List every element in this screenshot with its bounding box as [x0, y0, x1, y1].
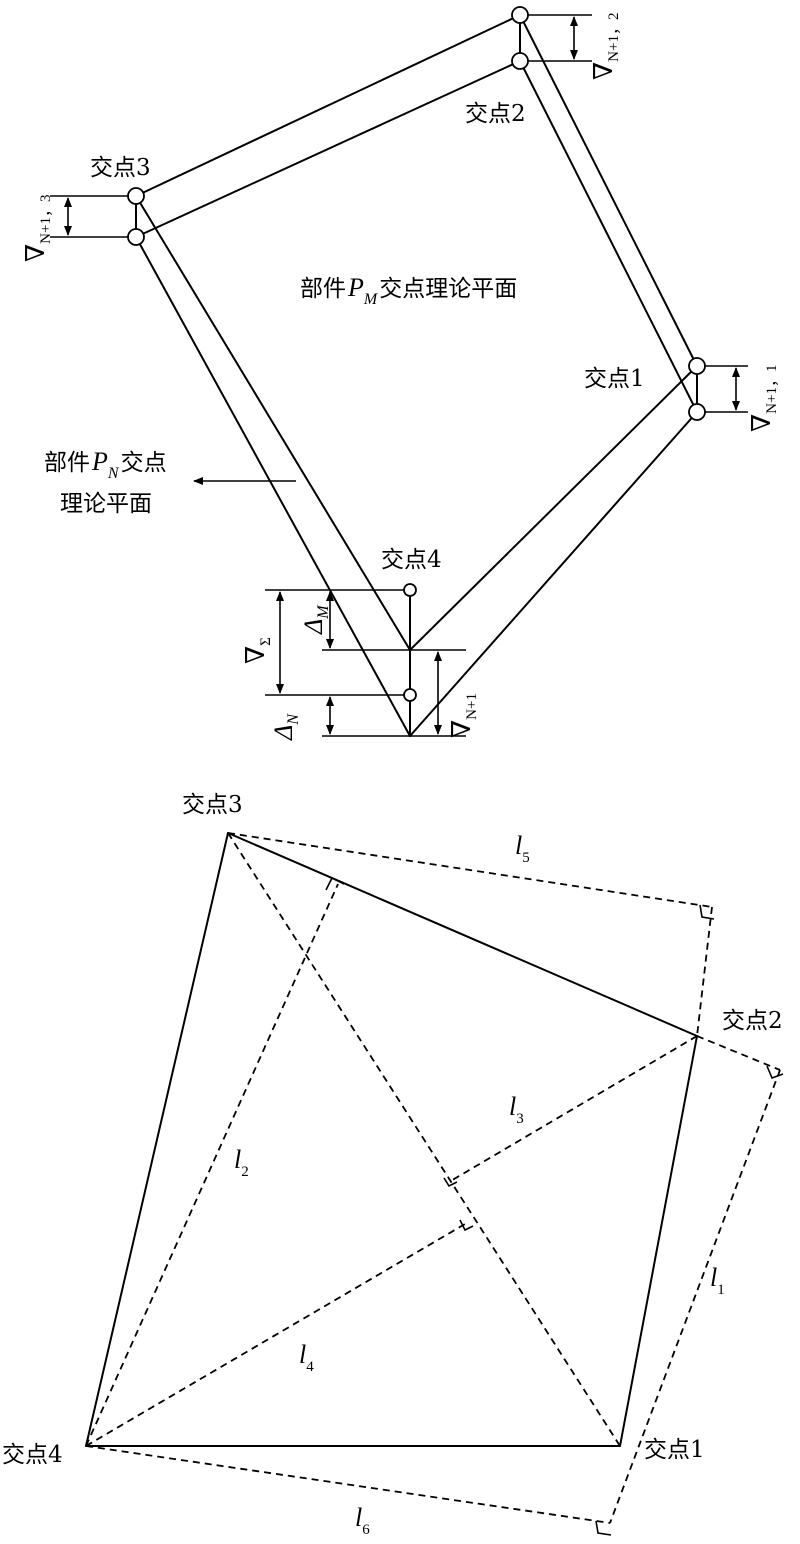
tol-label-n1-3: ∇N+1，3 [21, 195, 54, 262]
svg-text:∇N+1: ∇N+1 [447, 693, 480, 738]
plane-n-subscript: N [107, 465, 120, 482]
right-angle-6 [595, 1520, 612, 1536]
label-l5: l5 [515, 831, 530, 866]
node3-lower-circle [127, 228, 145, 246]
top-node2-label: 交点2 [465, 101, 526, 127]
tolerance-node2 [528, 14, 592, 62]
top-node3-label: 交点3 [90, 155, 151, 181]
tol-label-delta-m: ΔM [299, 604, 332, 635]
plane-m-subscript: M [363, 291, 379, 308]
tol-label-delta-n: ΔN [269, 713, 302, 741]
bottom-node3-label: 交点3 [182, 792, 243, 818]
node2-lower-circle [511, 52, 529, 70]
node4-upper-circle [403, 583, 417, 597]
tol-label-n1-2: ∇N+1，2 [589, 13, 622, 80]
bottom-node1-label: 交点1 [644, 1437, 705, 1463]
edge-2-1 [619, 1035, 698, 1447]
edge-3-2 [227, 832, 698, 1037]
plane-m-label: 部件PM交点理论平面 [300, 273, 517, 308]
edge-n-1-4 [409, 411, 698, 737]
svg-text:∇N+1，1: ∇N+1，1 [747, 365, 780, 432]
label-l3: l3 [509, 1092, 524, 1127]
plane-m-symbol: P [347, 273, 364, 302]
right-angle-2 [699, 904, 715, 920]
edge-m-3-2 [135, 14, 521, 197]
label-l2: l2 [234, 1145, 249, 1180]
tol-label-n1: ∇N+1 [447, 693, 480, 738]
dash-3-c5 [227, 832, 713, 908]
bottom-figure: 交点3 交点2 交点1 交点4 l5 l3 l2 l1 l4 l6 [2, 792, 784, 1538]
dash-2-l3 [448, 1035, 698, 1183]
node4-lower-circle [403, 688, 417, 702]
top-node1-label: 交点1 [584, 366, 645, 392]
dash-2-c1 [696, 1035, 781, 1071]
label-l6: l6 [355, 1503, 370, 1538]
plane-m-suffix: 交点理论平面 [379, 276, 517, 302]
right-angle-1 [325, 876, 345, 891]
label-l1: l1 [710, 1263, 725, 1298]
tolerance-stack-node4 [265, 589, 466, 737]
dash-c1-c6 [609, 1069, 781, 1524]
node3-upper-circle [127, 187, 145, 205]
plane-n-label-line2: 理论平面 [60, 491, 152, 517]
svg-text:ΔM: ΔM [299, 604, 332, 635]
edge-n-3-4 [135, 236, 411, 737]
right-angle-4 [443, 1177, 458, 1188]
dash-4-l4 [85, 1223, 466, 1447]
node2-upper-circle [511, 6, 529, 24]
edge-m-3-4 [135, 195, 411, 651]
dash-diag-3-1 [227, 832, 621, 1447]
svg-text:ΔN: ΔN [269, 713, 302, 741]
edge-4-3 [85, 832, 229, 1447]
plane-n-suffix: 交点 [121, 450, 167, 476]
dash-4-c6 [85, 1445, 611, 1524]
plane-n-label: 部件PN交点 [44, 447, 167, 482]
dash-4-l2 [85, 883, 339, 1447]
label-l4: l4 [299, 1340, 314, 1375]
bottom-node2-label: 交点2 [722, 1008, 783, 1034]
tol-label-sigma: ∇Σ [241, 637, 274, 664]
plane-n-prefix: 部件 [44, 450, 90, 476]
top-node4-label: 交点4 [381, 547, 442, 573]
svg-text:∇N+1，3: ∇N+1，3 [21, 195, 54, 262]
edge-n-2-1 [519, 60, 698, 413]
right-angle-3 [766, 1065, 784, 1080]
edge-m-2-1 [519, 14, 698, 367]
plane-m-prefix: 部件 [300, 276, 346, 302]
edge-m-1-4 [409, 365, 698, 651]
right-angle-5 [459, 1219, 474, 1232]
top-figure: 交点2 交点3 交点1 交点4 部件PM交点理论平面 部件PN交点 理论平面 ∇… [21, 6, 780, 741]
plane-m-outline [135, 14, 698, 651]
svg-text:∇N+1，2: ∇N+1，2 [589, 13, 622, 80]
tolerance-node3 [50, 195, 128, 238]
plane-n-outline [135, 60, 698, 737]
svg-text:∇Σ: ∇Σ [241, 637, 274, 664]
edge-n-3-2 [135, 60, 521, 238]
node1-lower-circle [688, 403, 706, 421]
bottom-node4-label: 交点4 [2, 1442, 63, 1468]
node1-upper-circle [688, 357, 706, 375]
tol-label-n1-1: ∇N+1，1 [747, 365, 780, 432]
tolerance-node1 [705, 365, 748, 413]
plane-n-symbol: P [91, 447, 108, 476]
dash-c5-2 [696, 906, 713, 1037]
